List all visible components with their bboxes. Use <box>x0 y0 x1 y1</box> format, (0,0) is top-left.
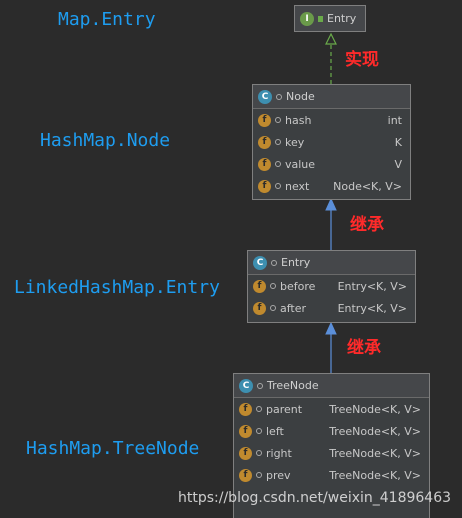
field-name: next <box>285 179 310 193</box>
extends-label-1: 继承 <box>350 215 384 235</box>
package-visibility-icon <box>256 472 262 478</box>
entry-interface-title: Entry <box>327 12 357 25</box>
field-icon: f <box>239 468 252 482</box>
field-name: value <box>285 157 316 171</box>
field-type: TreeNode<K, V> <box>329 424 421 438</box>
hashmap-node-label: HashMap.Node <box>40 130 171 151</box>
implements-arrowhead <box>325 32 337 45</box>
package-visibility-icon <box>275 161 281 167</box>
field-type: TreeNode<K, V> <box>329 402 421 416</box>
field-name: right <box>266 446 292 460</box>
field-name: before <box>280 279 316 293</box>
field-type: int <box>387 113 402 127</box>
field-icon: f <box>258 179 271 193</box>
field-row[interactable]: f left TreeNode<K, V> <box>234 420 429 442</box>
entry-interface-header: I Entry <box>295 6 365 31</box>
field-row[interactable]: f hash int <box>253 109 410 131</box>
linked-hashmap-entry-label: LinkedHashMap.Entry <box>14 277 220 298</box>
hashmap-treenode-label: HashMap.TreeNode <box>26 438 200 459</box>
field-type: TreeNode<K, V> <box>329 446 421 460</box>
implements-label: 实现 <box>345 50 379 70</box>
field-icon: f <box>253 279 266 293</box>
extends-arrowhead-2 <box>325 321 337 335</box>
class-icon: C <box>239 378 253 393</box>
field-name: prev <box>266 468 291 482</box>
field-type: V <box>394 157 402 171</box>
package-visibility-icon <box>275 183 281 189</box>
field-row[interactable]: f value V <box>253 153 410 175</box>
class-icon: C <box>258 89 272 104</box>
package-visibility-icon <box>256 406 262 412</box>
package-visibility-icon <box>270 305 276 311</box>
field-icon: f <box>258 135 271 149</box>
package-visibility-icon <box>271 259 277 266</box>
extends-label-2: 继承 <box>347 338 381 358</box>
interface-icon: I <box>300 11 314 26</box>
field-icon: f <box>239 446 252 460</box>
treenode-class-header: C TreeNode <box>234 374 429 398</box>
package-visibility-icon <box>256 450 262 456</box>
field-name: parent <box>266 402 303 416</box>
field-type: TreeNode<K, V> <box>329 468 421 482</box>
extends-arrowhead-1 <box>325 197 337 211</box>
map-entry-label: Map.Entry <box>58 9 156 30</box>
field-icon: f <box>253 301 266 315</box>
node-class-title: Node <box>286 90 315 103</box>
package-visibility-icon <box>275 117 281 123</box>
package-visibility-icon <box>270 283 276 289</box>
field-row[interactable]: f after Entry<K, V> <box>248 297 415 319</box>
field-type: Entry<K, V> <box>337 301 407 315</box>
treenode-class-box[interactable]: C TreeNode f parent TreeNode<K, V> f lef… <box>233 373 430 518</box>
field-icon: f <box>239 402 252 416</box>
entry-class-header: C Entry <box>248 251 415 275</box>
node-class-box[interactable]: C Node f hash int f key K f value V f ne… <box>252 84 411 200</box>
field-row[interactable]: f key K <box>253 131 410 153</box>
treenode-class-title: TreeNode <box>267 379 319 392</box>
field-name: key <box>285 135 305 149</box>
public-visibility-icon <box>318 15 323 22</box>
node-class-header: C Node <box>253 85 410 109</box>
field-row[interactable]: f before Entry<K, V> <box>248 275 415 297</box>
entry-class-box[interactable]: C Entry f before Entry<K, V> f after Ent… <box>247 250 416 323</box>
field-row[interactable]: f right TreeNode<K, V> <box>234 442 429 464</box>
field-icon: f <box>239 424 252 438</box>
entry-class-title: Entry <box>281 256 311 269</box>
package-visibility-icon <box>275 139 281 145</box>
package-visibility-icon <box>257 382 263 389</box>
field-name: hash <box>285 113 312 127</box>
field-name: left <box>266 424 284 438</box>
field-type: Entry<K, V> <box>337 279 407 293</box>
entry-interface-box[interactable]: I Entry <box>294 5 366 32</box>
class-icon: C <box>253 255 267 270</box>
field-icon: f <box>258 157 271 171</box>
field-row[interactable]: f next Node<K, V> <box>253 175 410 197</box>
field-type: K <box>394 135 402 149</box>
package-visibility-icon <box>256 428 262 434</box>
package-visibility-icon <box>276 93 282 100</box>
field-row[interactable]: f parent TreeNode<K, V> <box>234 398 429 420</box>
field-name: after <box>280 301 307 315</box>
field-row[interactable]: f prev TreeNode<K, V> <box>234 464 429 486</box>
field-icon: f <box>258 113 271 127</box>
field-type: Node<K, V> <box>333 179 402 193</box>
watermark: https://blog.csdn.net/weixin_41896463 <box>178 490 452 506</box>
